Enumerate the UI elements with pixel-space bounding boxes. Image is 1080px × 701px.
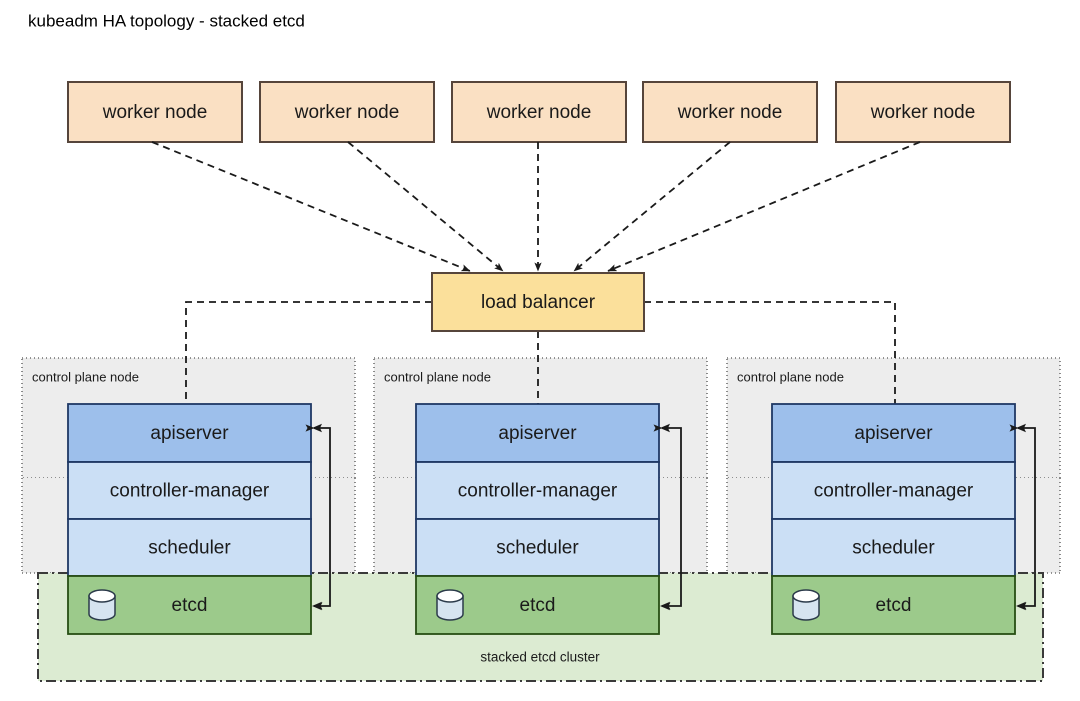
cylinder-top bbox=[88, 589, 116, 603]
component-apiserver-cp1: apiserver bbox=[67, 403, 312, 463]
component-component-cp1: scheduler bbox=[67, 518, 312, 577]
apiserver-box-cp3 bbox=[771, 403, 1016, 463]
etcd-label-cp1: etcd bbox=[172, 595, 208, 616]
loop-arrowhead-cp1-2 bbox=[312, 601, 322, 611]
load-balancer: load balancer bbox=[431, 272, 645, 332]
component-component-cp2: controller-manager bbox=[415, 461, 660, 520]
component-label-cp2: controller-manager bbox=[458, 481, 618, 502]
worker-nodes: worker node worker node worker node worker … bbox=[67, 81, 1011, 272]
component-component-cp3: scheduler bbox=[771, 518, 1016, 577]
cylinder-body bbox=[88, 595, 116, 621]
worker-node-box-5[interactable] bbox=[835, 81, 1011, 143]
component-box-cp1 bbox=[67, 518, 312, 577]
worker-node-box-1[interactable] bbox=[67, 81, 243, 143]
apiserver-etcd-loop-cp2 bbox=[653, 424, 682, 610]
control-plane-node-label-3: control plane node bbox=[737, 369, 844, 384]
component-etcd-cp1: etcd bbox=[67, 575, 312, 635]
component-box-cp3 bbox=[771, 461, 1016, 520]
apiserver-etcd-loop-cp3 bbox=[1009, 424, 1036, 610]
component-etcd-cp3: etcd bbox=[771, 575, 1016, 635]
load-balancer-connectors bbox=[185, 301, 896, 404]
database-cylinder-icon-cp3 bbox=[792, 589, 820, 621]
database-cylinder-icon-cp1 bbox=[88, 589, 116, 621]
component-apiserver-cp2: apiserver bbox=[415, 403, 660, 463]
lb-to-control-plane-link-3 bbox=[644, 301, 896, 404]
apiserver-box-cp2 bbox=[415, 403, 660, 463]
component-label-cp3: controller-manager bbox=[814, 481, 974, 502]
page-title: kubeadm HA topology - stacked etcd bbox=[28, 11, 305, 30]
apiserver-label-cp1: apiserver bbox=[150, 423, 229, 444]
component-label-cp1: scheduler bbox=[148, 538, 231, 559]
worker-node-box-3[interactable] bbox=[451, 81, 627, 143]
control-plane-node-label-2: control plane node bbox=[384, 369, 491, 384]
etcd-label-cp3: etcd bbox=[876, 595, 912, 616]
component-box-cp2 bbox=[415, 461, 660, 520]
worker-node-box-2[interactable] bbox=[259, 81, 435, 143]
worker-node-5[interactable]: worker node bbox=[835, 81, 1011, 143]
component-label-cp3: scheduler bbox=[852, 538, 935, 559]
component-apiserver-cp3: apiserver bbox=[771, 403, 1016, 463]
component-etcd-cp2: etcd bbox=[415, 575, 660, 635]
control-plane-component-stacks: apiserver controller-manager scheduler etcd… bbox=[67, 403, 1016, 635]
apiserver-label-cp3: apiserver bbox=[854, 423, 933, 444]
load-balancer-label: load balancer bbox=[481, 292, 596, 313]
load-balancer-box[interactable] bbox=[431, 272, 645, 332]
worker-node-label-3: worker node bbox=[486, 102, 592, 123]
worker-to-lb-arrow-5 bbox=[607, 141, 921, 272]
loop-arrowhead-cp2-2 bbox=[660, 601, 670, 611]
worker-node-2[interactable]: worker node bbox=[259, 81, 435, 143]
load-balancer-node[interactable]: load balancer bbox=[431, 272, 645, 332]
loop-arrowhead-cp3-1 bbox=[1016, 423, 1026, 433]
worker-node-box-4[interactable] bbox=[642, 81, 818, 143]
component-component-cp3: controller-manager bbox=[771, 461, 1016, 520]
worker-to-lb-arrow-4 bbox=[573, 141, 731, 272]
cylinder-top bbox=[792, 589, 820, 603]
lb-to-control-plane-link-1 bbox=[185, 301, 432, 404]
cylinder-body bbox=[436, 595, 464, 621]
control-plane-node-label-1: control plane node bbox=[32, 369, 139, 384]
etcd-label-cp2: etcd bbox=[520, 595, 556, 616]
component-label-cp2: scheduler bbox=[496, 538, 579, 559]
component-box-cp1 bbox=[67, 461, 312, 520]
worker-node-4[interactable]: worker node bbox=[642, 81, 818, 143]
component-component-cp2: scheduler bbox=[415, 518, 660, 577]
worker-node-3[interactable]: worker node bbox=[451, 81, 627, 143]
loop-arrowhead-cp1-1 bbox=[312, 423, 322, 433]
cylinder-body bbox=[792, 595, 820, 621]
apiserver-label-cp2: apiserver bbox=[498, 423, 577, 444]
loop-arrowhead-cp2-1 bbox=[660, 423, 670, 433]
worker-to-lb-arrow-1 bbox=[151, 141, 471, 272]
cylinder-top bbox=[436, 589, 464, 603]
worker-node-1[interactable]: worker node bbox=[67, 81, 243, 143]
component-component-cp1: controller-manager bbox=[67, 461, 312, 520]
etcd-cluster-label: stacked etcd cluster bbox=[480, 650, 600, 665]
database-cylinder-icon-cp2 bbox=[436, 589, 464, 621]
apiserver-etcd-loop-cp1 bbox=[305, 424, 331, 610]
worker-node-label-4: worker node bbox=[677, 102, 783, 123]
worker-node-label-1: worker node bbox=[102, 102, 208, 123]
loop-arrowhead-cp3-2 bbox=[1016, 601, 1026, 611]
worker-to-lb-arrow-2 bbox=[347, 141, 504, 272]
worker-node-label-5: worker node bbox=[870, 102, 976, 123]
apiserver-etcd-loops bbox=[305, 423, 1036, 611]
worker-node-label-2: worker node bbox=[294, 102, 400, 123]
component-label-cp1: controller-manager bbox=[110, 481, 270, 502]
